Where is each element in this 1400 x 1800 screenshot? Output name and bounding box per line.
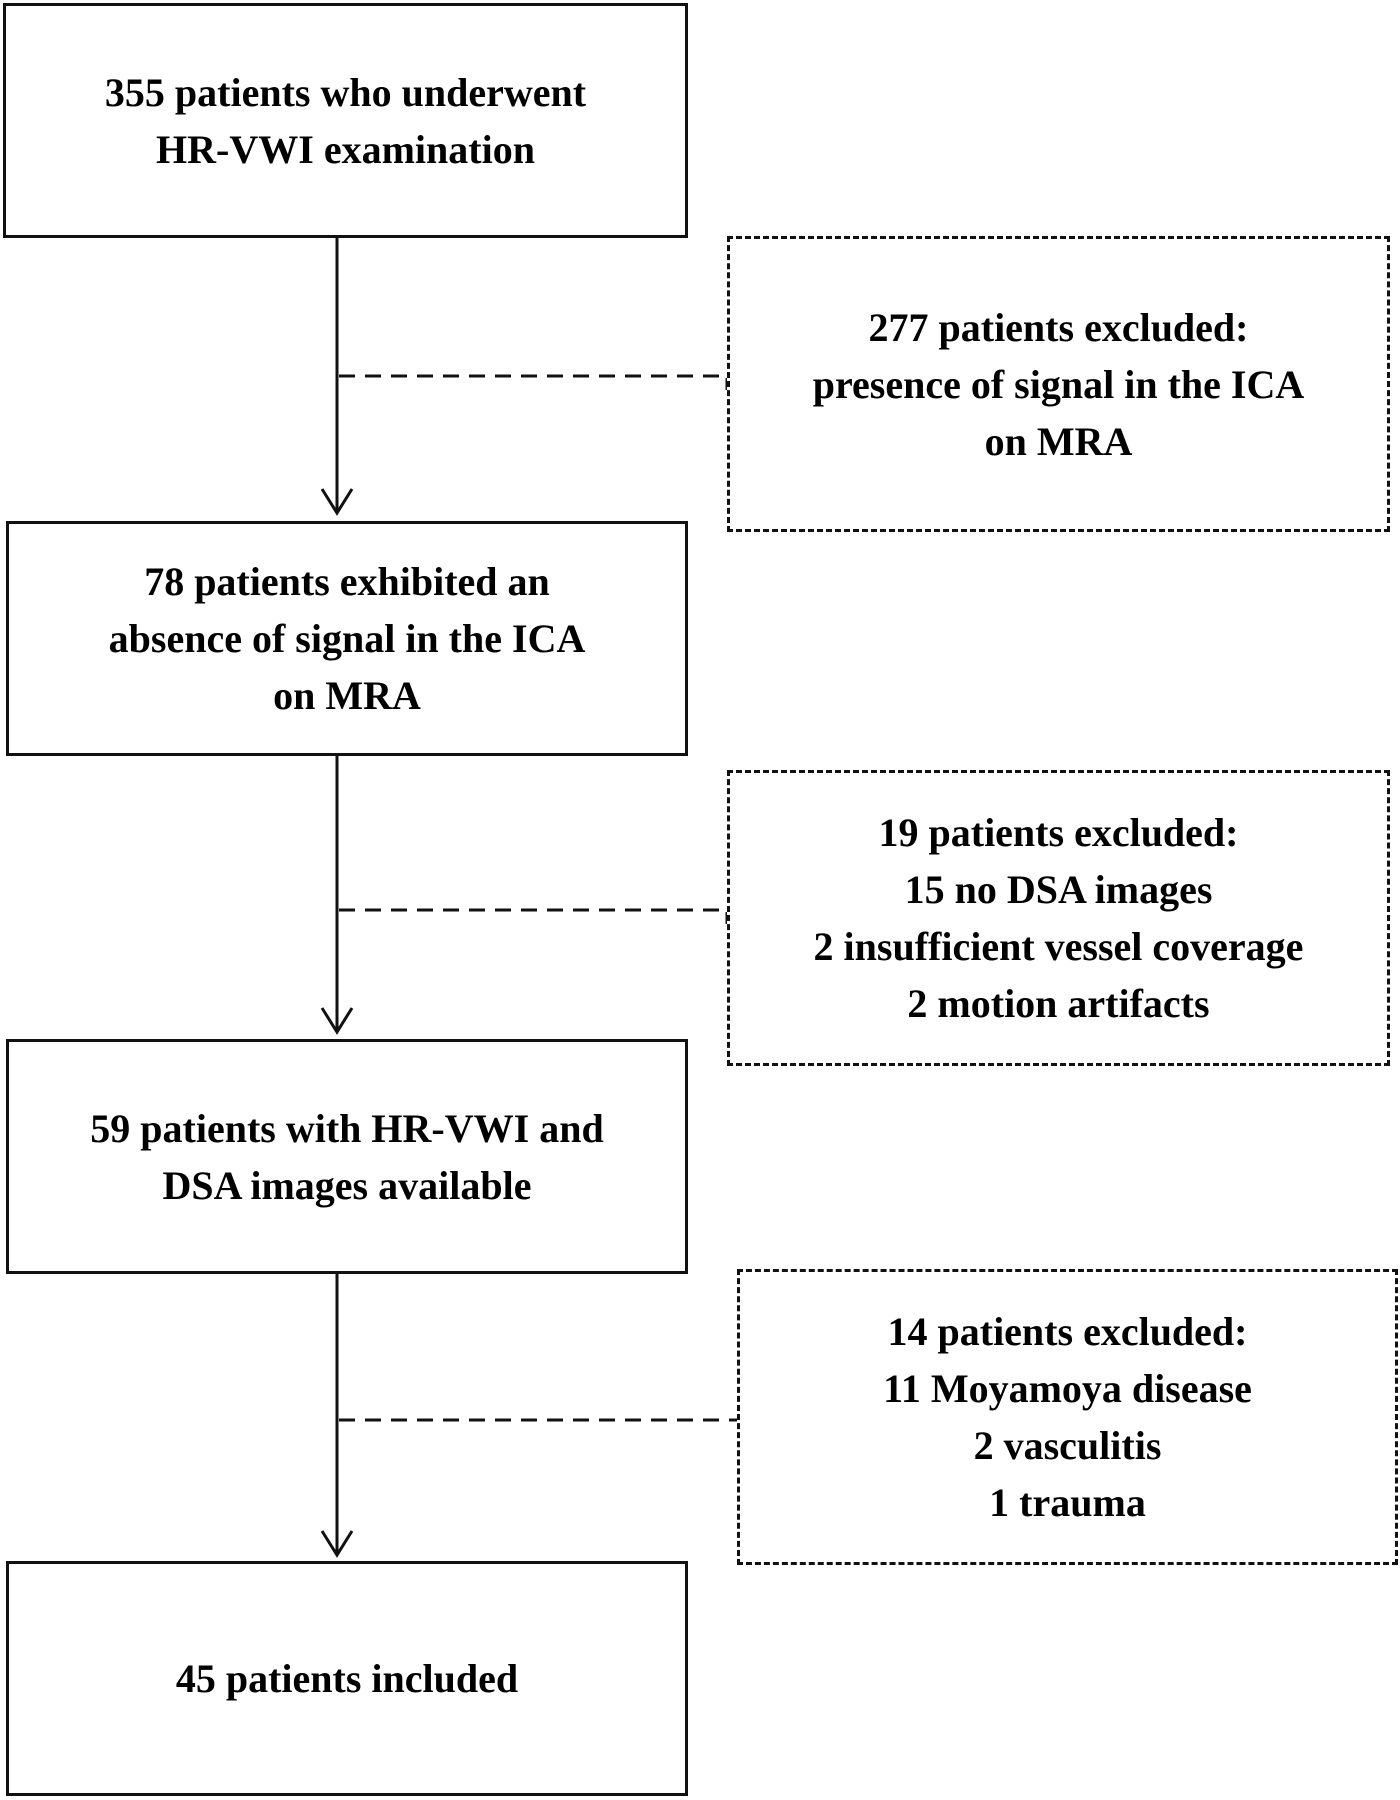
step-box-2: 78 patients exhibited an absence of sign… xyxy=(6,521,688,756)
step-2-line-3: on MRA xyxy=(273,673,421,718)
exclusion-3-line-3: 2 vasculitis xyxy=(973,1423,1162,1468)
flow-arrowhead-3 xyxy=(320,1530,354,1558)
exclusion-1-line-1: 277 patients excluded: xyxy=(868,304,1249,350)
step-3-line-2: DSA images available xyxy=(162,1162,532,1208)
flow-arrowhead-2 xyxy=(320,1007,354,1035)
step-1-line-1: 355 patients who underwent xyxy=(104,69,587,115)
step-box-1: 355 patients who underwent HR-VWI examin… xyxy=(3,3,688,238)
exclusion-3-line-4: 1 trauma xyxy=(989,1480,1146,1525)
flow-arrowhead-1 xyxy=(320,488,354,516)
exclusion-box-2: 19 patients excluded: 15 no DSA images 2… xyxy=(727,770,1390,1066)
exclusion-connector-2 xyxy=(339,908,729,924)
step-2-line-2: absence of signal in the ICA xyxy=(108,616,586,661)
step-box-4: 45 patients included xyxy=(6,1561,688,1796)
step-box-3: 59 patients with HR-VWI and DSA images a… xyxy=(6,1039,688,1274)
step-1-line-2: HR-VWI examination xyxy=(156,126,535,172)
exclusion-2-line-4: 2 motion artifacts xyxy=(907,981,1210,1026)
exclusion-2-line-1: 19 patients excluded: xyxy=(878,810,1239,855)
exclusion-1-line-3: on MRA xyxy=(984,418,1133,464)
exclusion-3-line-2: 11 Moyamoya disease xyxy=(883,1366,1252,1411)
exclusion-box-3: 14 patients excluded: 11 Moyamoya diseas… xyxy=(737,1269,1398,1565)
exclusion-3-line-1: 14 patients excluded: xyxy=(887,1309,1248,1354)
exclusion-box-1: 277 patients excluded: presence of signa… xyxy=(727,236,1390,532)
step-2-line-1: 78 patients exhibited an xyxy=(144,559,550,604)
exclusion-2-line-2: 15 no DSA images xyxy=(904,867,1213,912)
exclusion-connector-1 xyxy=(339,374,729,390)
step-3-line-1: 59 patients with HR-VWI and xyxy=(90,1105,604,1151)
exclusion-2-line-3: 2 insufficient vessel coverage xyxy=(813,924,1304,969)
step-4-line-1: 45 patients included xyxy=(175,1656,519,1701)
exclusion-1-line-2: presence of signal in the ICA xyxy=(812,361,1305,407)
